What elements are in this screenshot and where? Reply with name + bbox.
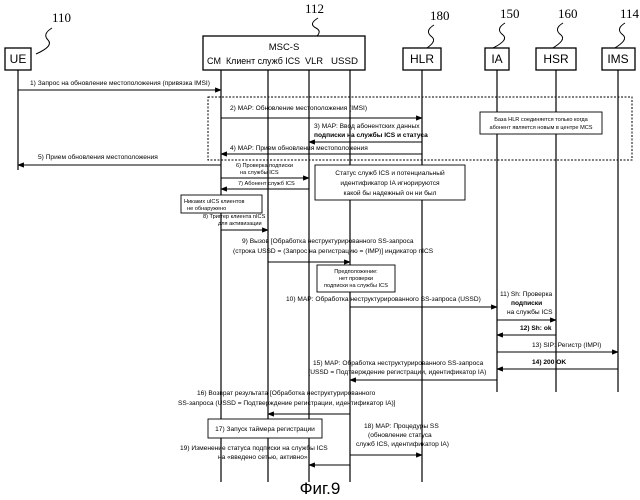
entity-ims: IMS — [607, 52, 628, 66]
msg-6-label: на службы ICS — [240, 170, 279, 176]
msg-8-label: 8) Триггер клиента nICS — [203, 214, 266, 220]
msg-11-label: подписки — [511, 300, 542, 307]
msg-9-label: (строка USSD = (Запрос на регистрацию = … — [233, 248, 434, 255]
msc-part-ussd: USSD — [331, 56, 359, 66]
msg-18-label: 18) MAP: Процедуры SS — [364, 423, 439, 430]
msc-part-ics-client: Клиент служб ICS — [226, 56, 300, 66]
status-note-text: идентификатор IA игнорируются — [340, 180, 440, 187]
entity-ue: UE — [10, 52, 27, 66]
ref-ia: 150 — [500, 6, 520, 21]
msg-7-label: 7) Абонент служб ICS — [238, 181, 295, 187]
msg-6-label: 6) Проверка подписки — [236, 163, 293, 169]
msg-16-label: SS-запроса (USSD = Подтверждение регистр… — [178, 400, 396, 407]
msg-11-label: 11) Sh: Проверка — [500, 291, 552, 298]
msg-13-label: 13) SIP: Регистр (IMPI) — [532, 342, 601, 349]
ref-hsr: 160 — [558, 6, 578, 21]
msg-3-label: подписки на службы ICS и статуса — [314, 131, 428, 139]
entity-ia: IA — [491, 52, 502, 66]
msg-3-label: 3) MAP: Ввод абонентских данных — [314, 122, 420, 130]
msg-15-label: 15) MAP: Обработка неструктурированного … — [313, 359, 484, 367]
msg-12-label: 12) Sh: ok — [520, 325, 552, 332]
msg-5-label: 5) Прием обновления местоположения — [38, 153, 158, 161]
msg-18-label: (обновление статуса — [368, 431, 432, 439]
assumption-note-text: подписки на службы ICS — [324, 283, 388, 289]
assumption-note-text: Предположение: — [334, 269, 378, 275]
msg-4-label: 4) MAP: Прием обновления местоположения — [230, 144, 368, 152]
hlr-note-text: База HLR соединяется только когда — [494, 117, 588, 123]
ref-ue: 110 — [52, 10, 71, 25]
entity-msc: MSC-S — [269, 42, 300, 53]
ref-msc: 112 — [305, 1, 324, 16]
msg-2-label: 2) MAP: Обновление местоположения (IMSI) — [230, 104, 367, 112]
no-clients-note-text: не обнаружено — [187, 206, 226, 212]
ref-leader — [493, 23, 505, 48]
timer-note-text: 17) Запуск таймера регистрации — [215, 425, 315, 433]
ref-leader — [613, 23, 625, 49]
entity-hsr: HSR — [543, 52, 569, 66]
entities: UE MSC-S CM Клиент служб ICS VLR USSD HL… — [5, 36, 635, 70]
figure-caption: Фиг.9 — [300, 479, 341, 498]
msg-19-label: 19) Изменение статуса подписки на службы… — [180, 444, 328, 452]
status-note-text: какой бы надежный он ни был — [344, 189, 437, 197]
msg-9-label: 9) Вызов [Обработка неструктурированного… — [242, 237, 414, 245]
ref-leader — [36, 28, 52, 54]
msc-part-vlr: VLR — [305, 56, 324, 66]
ref-ims: 114 — [620, 6, 640, 21]
msg-16-label: 16) Возврат результата [Обработка нестру… — [197, 389, 376, 397]
msg-8-label: для активизации — [218, 221, 262, 227]
no-clients-note-text: Никаких uICS клиентов — [184, 199, 244, 205]
assumption-note-text: нет проверки — [339, 276, 373, 282]
msg-15-label: (USSD = Подтверждение регистрации, идент… — [308, 369, 486, 376]
msg-14-label: 14) 200 OK — [532, 359, 566, 366]
status-note-text: Статус служб ICS и потенциальный — [335, 169, 445, 177]
ref-hlr: 180 — [430, 8, 450, 23]
hlr-note-text: абонент является новым в центре MCS — [489, 125, 592, 131]
msg-10-label: 10) MAP: Обработка неструктурированного … — [286, 295, 481, 303]
msg-11-label: на службы ICS — [507, 308, 553, 316]
ref-leader — [551, 23, 563, 49]
ref-leader — [422, 25, 434, 51]
entity-hlr: HLR — [410, 52, 434, 66]
msg-18-label: служб ICS, идентификатор IA) — [356, 440, 449, 448]
msc-part-cm: CM — [207, 56, 221, 66]
msg-1-label: 1) Запрос на обновление местоположения (… — [30, 79, 210, 87]
msg-19-label: на «введено сетью, активно» — [218, 454, 308, 461]
